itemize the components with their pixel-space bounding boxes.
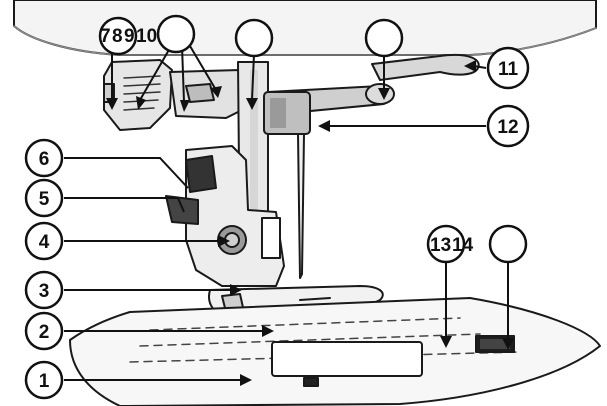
callout-10-label: 10 [136, 26, 157, 47]
needle-threader-lever [371, 54, 480, 81]
leader-5 [64, 197, 185, 213]
callout-7-label: 7 [100, 26, 111, 47]
callout-6-label: 6 [39, 149, 50, 170]
bobbin-cover [271, 341, 423, 377]
callout-1: 1 [24, 360, 64, 400]
callout-12-label: 12 [497, 117, 518, 138]
callout-13-label: 13 [430, 235, 451, 256]
callout-2-label: 2 [39, 322, 50, 343]
callout-5: 5 [24, 178, 64, 218]
leader-lines [64, 45, 509, 381]
callout-3-label: 3 [39, 281, 50, 302]
callout-11: 11 [486, 46, 530, 90]
callout-4: 4 [24, 221, 64, 261]
callout-14-label: 14 [452, 235, 474, 256]
seam-guides [129, 317, 521, 363]
leader-6 [64, 157, 189, 189]
leader-8 [139, 47, 171, 101]
callout-3: 3 [24, 270, 64, 310]
leader-10 [189, 45, 217, 91]
callout-2: 2 [24, 311, 64, 351]
callout-9-label: 9 [124, 26, 135, 47]
callout-11-label: 11 [498, 59, 519, 80]
callout-8-label: 8 [112, 26, 123, 47]
arrowheads [106, 60, 514, 386]
callouts: 1 2 3 4 5 6 7 8 9 10 [24, 14, 530, 400]
needle [297, 133, 305, 279]
leader-9b [251, 53, 255, 101]
machine-illustration [13, 0, 601, 406]
callout-5-label: 5 [39, 189, 50, 210]
leader-9 [181, 45, 185, 103]
callout-12: 12 [486, 104, 530, 148]
callout-6: 6 [24, 138, 64, 178]
presser-foot-lever [165, 195, 199, 225]
presser-foot-release-button [185, 155, 217, 193]
callout-1-label: 1 [39, 371, 50, 392]
callout-4-label: 4 [39, 232, 50, 253]
